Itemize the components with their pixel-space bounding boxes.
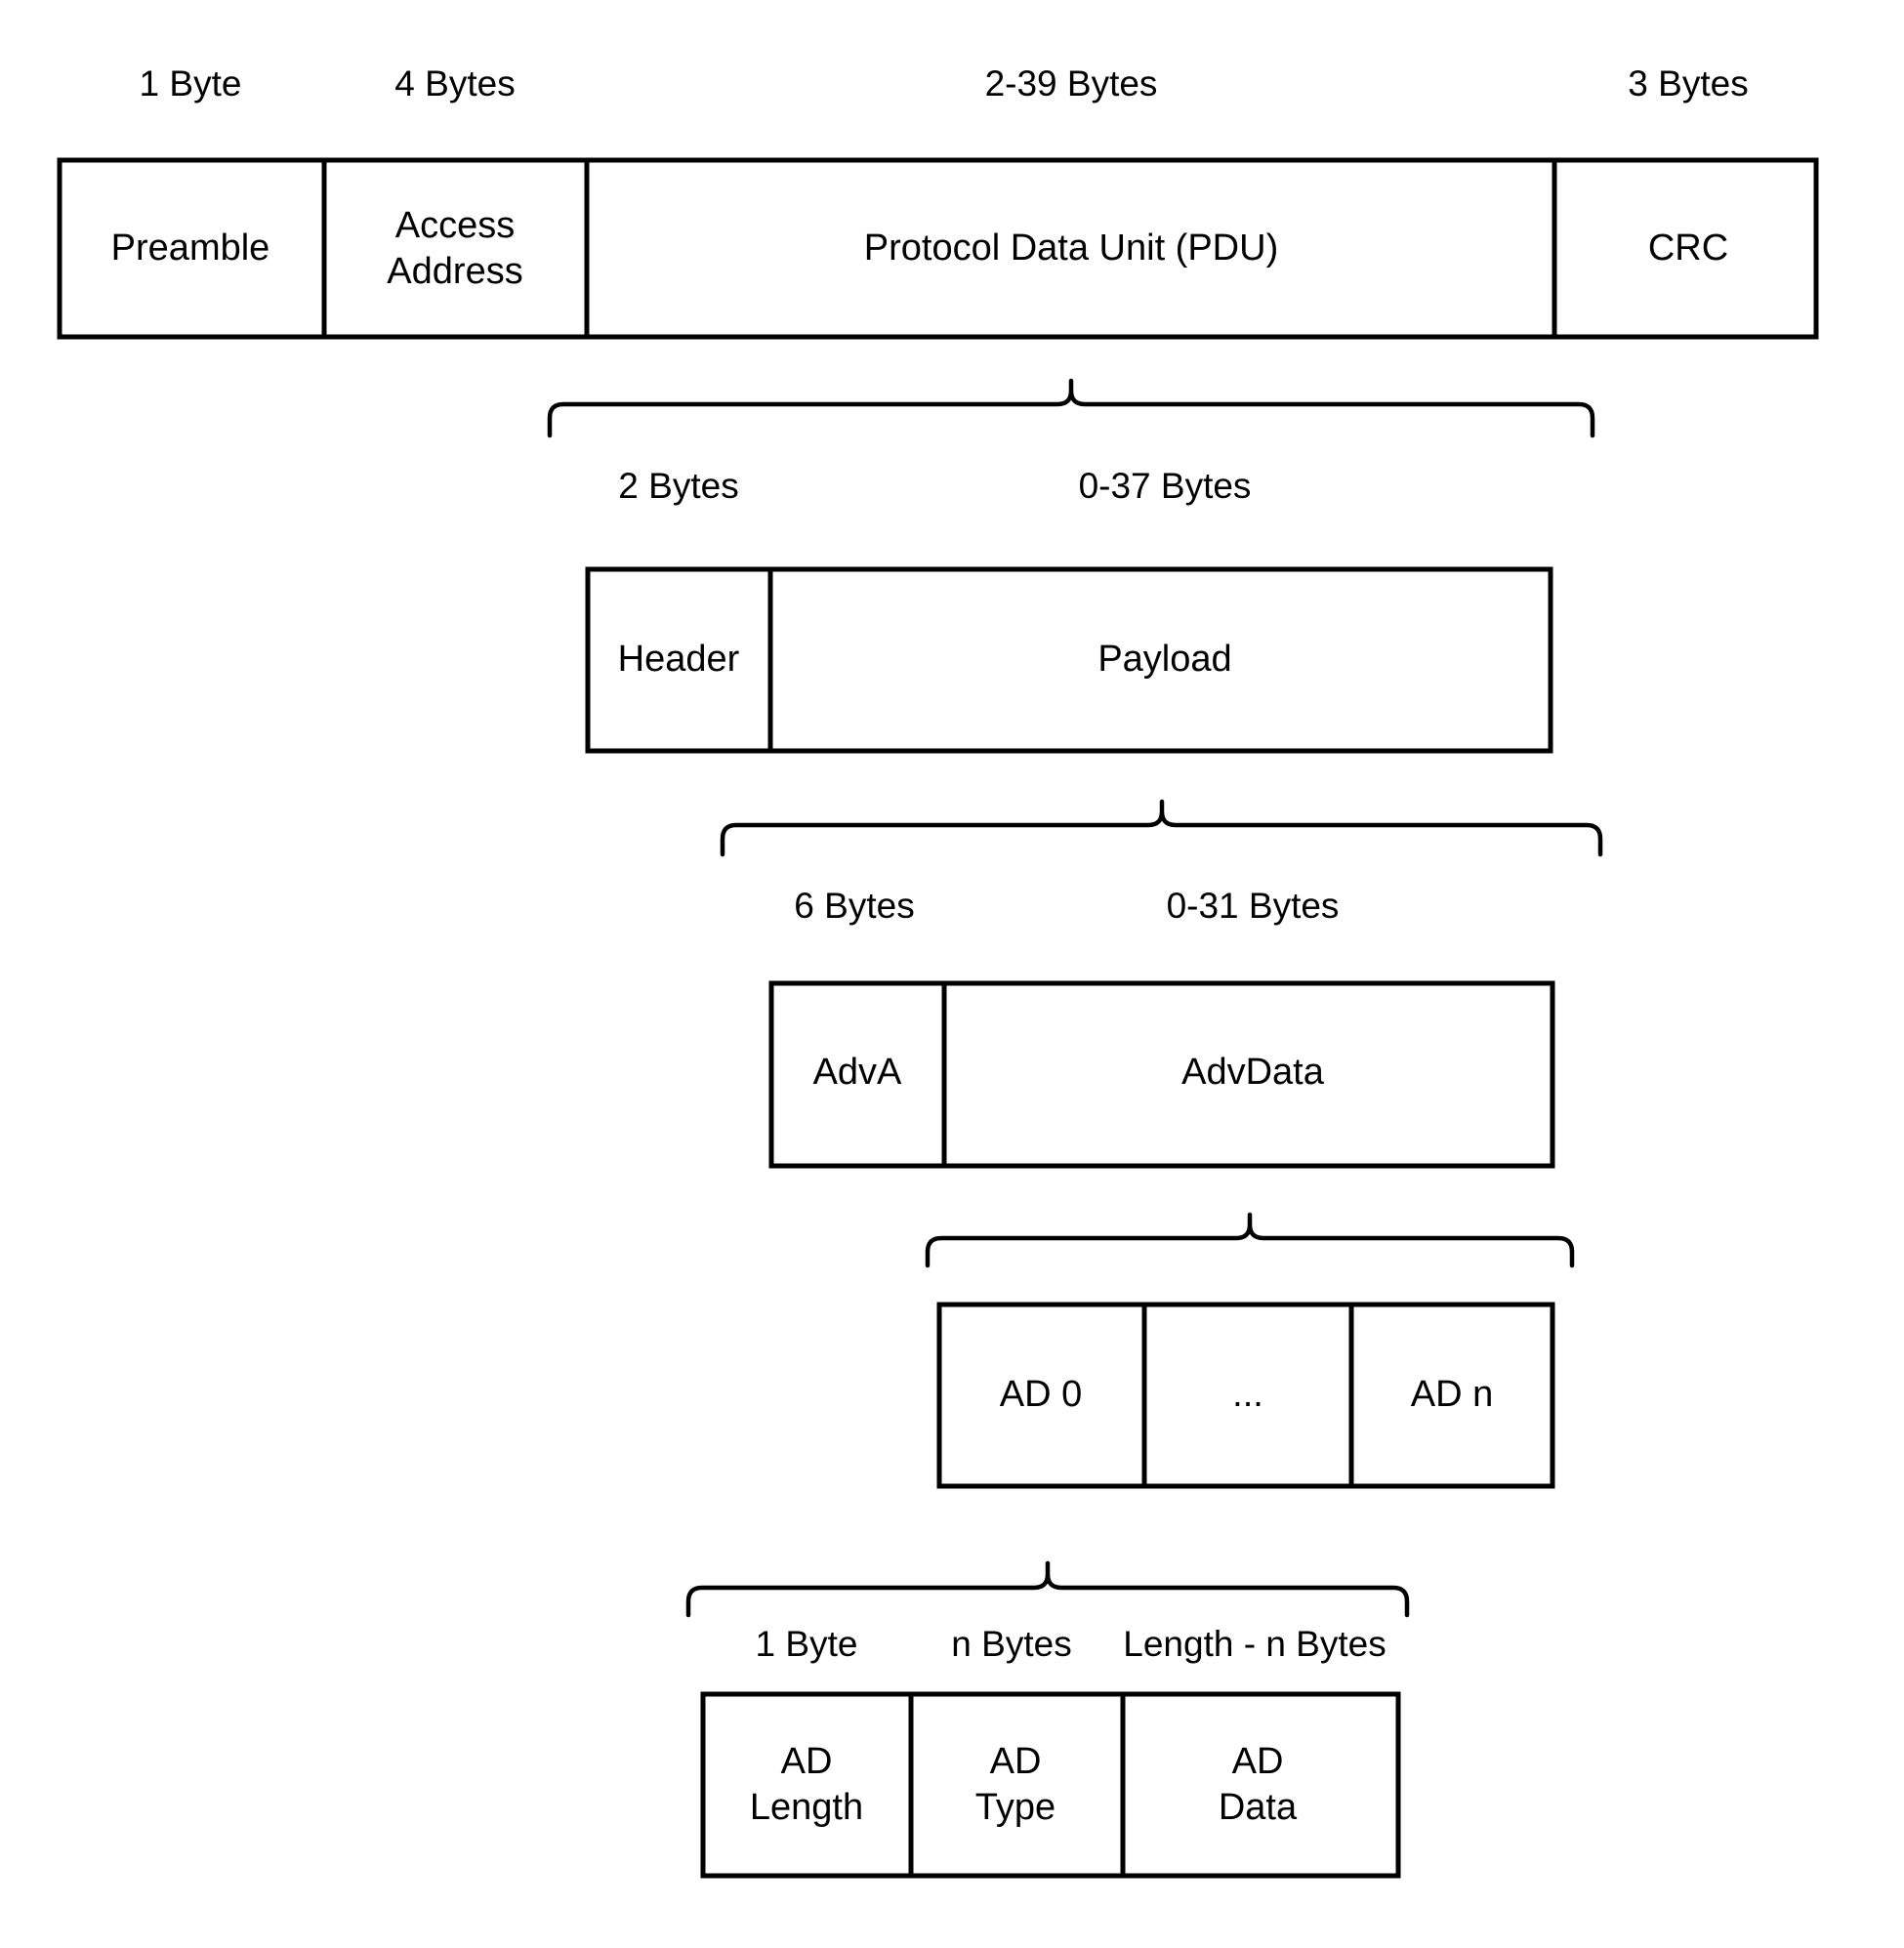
field-label-crc: CRC [1648, 228, 1728, 269]
field-label-ad-data-line1: AD [1232, 1741, 1284, 1782]
field-label-preamble: Preamble [111, 228, 270, 269]
row-pdu: 2 Bytes 0-37 Bytes Header Payload [585, 466, 1553, 754]
field-label-ad-length-line2: Length [750, 1787, 863, 1828]
field-label-header: Header [618, 639, 740, 680]
field-label-ad-0: AD 0 [1000, 1374, 1082, 1415]
field-label-access-line1: Access [395, 205, 515, 246]
row-advdata: AD 0 ... AD n [936, 1302, 1555, 1489]
pdu-box [585, 566, 1553, 754]
size-label-advdata: 0-31 Bytes [1167, 886, 1340, 926]
row-ad-structure: 1 Byte n Bytes Length - n Bytes AD Lengt… [700, 1624, 1401, 1879]
field-label-ad-data-line2: Data [1219, 1787, 1298, 1828]
brace-payload-expand [720, 799, 1603, 857]
field-label-ad-n: AD n [1411, 1374, 1493, 1415]
field-label-advdata: AdvData [1181, 1052, 1325, 1093]
size-label-pdu: 2-39 Bytes [985, 63, 1158, 104]
brace-advdata-expand [925, 1212, 1575, 1268]
field-label-ad-type-line1: AD [990, 1741, 1042, 1782]
field-label-adva: AdvA [813, 1052, 902, 1093]
size-label-ad-data: Length - n Bytes [1123, 1624, 1386, 1664]
size-label-access-address: 4 Bytes [394, 63, 515, 104]
size-label-ad-type: n Bytes [951, 1624, 1071, 1664]
field-label-ad-length-line1: AD [781, 1741, 833, 1782]
size-label-crc: 3 Bytes [1628, 63, 1748, 104]
size-label-ad-length: 1 Byte [756, 1624, 858, 1664]
ad-structure-box [700, 1691, 1401, 1879]
field-label-ad-ellipsis: ... [1232, 1374, 1263, 1415]
size-label-adva: 6 Bytes [794, 886, 914, 926]
size-label-header: 2 Bytes [618, 466, 738, 506]
size-label-payload: 0-37 Bytes [1079, 466, 1252, 506]
brace-ad-expand [685, 1560, 1410, 1618]
field-label-ad-type-line2: Type [975, 1787, 1055, 1828]
size-label-preamble: 1 Byte [140, 63, 242, 104]
field-label-payload: Payload [1097, 639, 1231, 680]
field-label-access-line2: Address [387, 251, 522, 292]
payload-box [768, 980, 1555, 1169]
row-payload: 6 Bytes 0-31 Bytes AdvA AdvData [768, 886, 1555, 1169]
advdata-box [936, 1302, 1555, 1489]
brace-pdu-expand [547, 378, 1595, 438]
link-layer-packet-box [57, 157, 1819, 340]
field-label-pdu: Protocol Data Unit (PDU) [864, 228, 1278, 269]
row-link-layer-packet: 1 Byte 4 Bytes 2-39 Bytes 3 Bytes Preamb… [57, 63, 1819, 340]
